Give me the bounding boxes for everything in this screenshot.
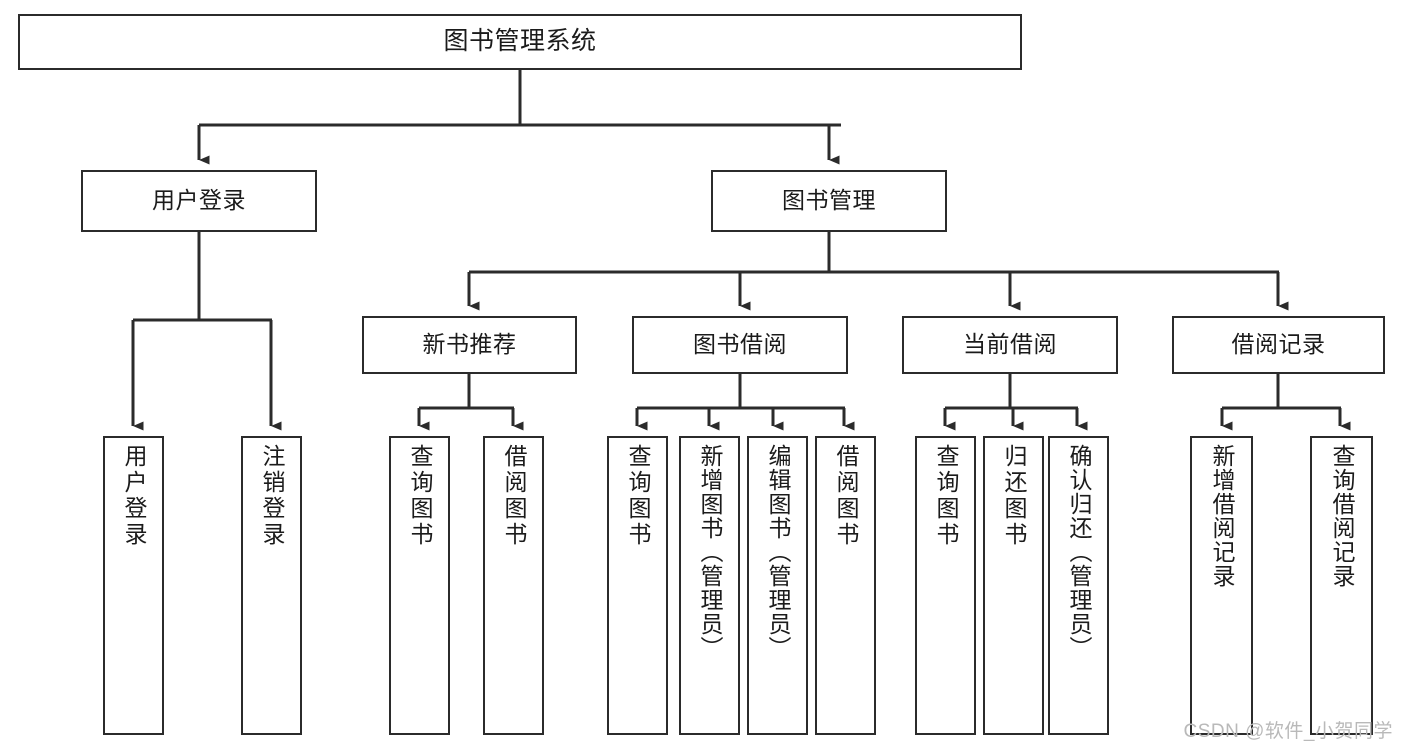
- node-user-login[interactable]: 用户登录: [81, 170, 317, 232]
- node-label: 查询图书: [407, 444, 433, 548]
- node-book-management[interactable]: 图书管理: [711, 170, 947, 232]
- node-label: 用户登录: [152, 187, 246, 214]
- node-label: 图书管理: [782, 187, 876, 214]
- node-book-borrow[interactable]: 图书借阅: [632, 316, 848, 374]
- leaf-logout[interactable]: 注销登录: [241, 436, 302, 735]
- leaf-borrow-book-recommend[interactable]: 借阅图书: [483, 436, 544, 735]
- node-label: 查询图书: [625, 444, 651, 548]
- node-root-system[interactable]: 图书管理系统: [18, 14, 1022, 70]
- node-label: 新书推荐: [422, 331, 517, 358]
- node-label: 图书管理系统: [443, 27, 597, 56]
- leaf-borrow-book[interactable]: 借阅图书: [815, 436, 876, 735]
- node-label: 注销登录: [259, 444, 285, 548]
- leaf-return-book[interactable]: 归还图书: [983, 436, 1044, 735]
- leaf-query-book-borrow[interactable]: 查询图书: [607, 436, 668, 735]
- node-label: 新增图书（管理员）: [697, 444, 723, 660]
- node-label: 确认归还（管理员）: [1066, 444, 1092, 660]
- node-label: 借阅图书: [833, 444, 859, 548]
- node-label: 查询借阅记录: [1329, 444, 1355, 588]
- node-label: 借阅记录: [1231, 331, 1326, 358]
- node-label: 新增借阅记录: [1209, 444, 1235, 588]
- leaf-user-login[interactable]: 用户登录: [103, 436, 164, 735]
- leaf-edit-book-admin[interactable]: 编辑图书（管理员）: [747, 436, 808, 735]
- leaf-query-book-recommend[interactable]: 查询图书: [389, 436, 450, 735]
- node-label: 用户登录: [121, 444, 147, 548]
- node-borrow-record[interactable]: 借阅记录: [1172, 316, 1385, 374]
- leaf-query-book-current[interactable]: 查询图书: [915, 436, 976, 735]
- leaf-add-book-admin[interactable]: 新增图书（管理员）: [679, 436, 740, 735]
- node-label: 编辑图书（管理员）: [765, 444, 791, 660]
- leaf-add-borrow-record[interactable]: 新增借阅记录: [1190, 436, 1253, 735]
- node-current-borrow[interactable]: 当前借阅: [902, 316, 1118, 374]
- node-new-book-recommend[interactable]: 新书推荐: [362, 316, 577, 374]
- leaf-confirm-return-admin[interactable]: 确认归还（管理员）: [1048, 436, 1109, 735]
- node-label: 当前借阅: [963, 331, 1057, 358]
- leaf-query-borrow-record[interactable]: 查询借阅记录: [1310, 436, 1373, 735]
- node-label: 借阅图书: [501, 444, 527, 548]
- node-label: 归还图书: [1001, 444, 1027, 548]
- node-label: 查询图书: [933, 444, 959, 548]
- node-label: 图书借阅: [693, 331, 787, 358]
